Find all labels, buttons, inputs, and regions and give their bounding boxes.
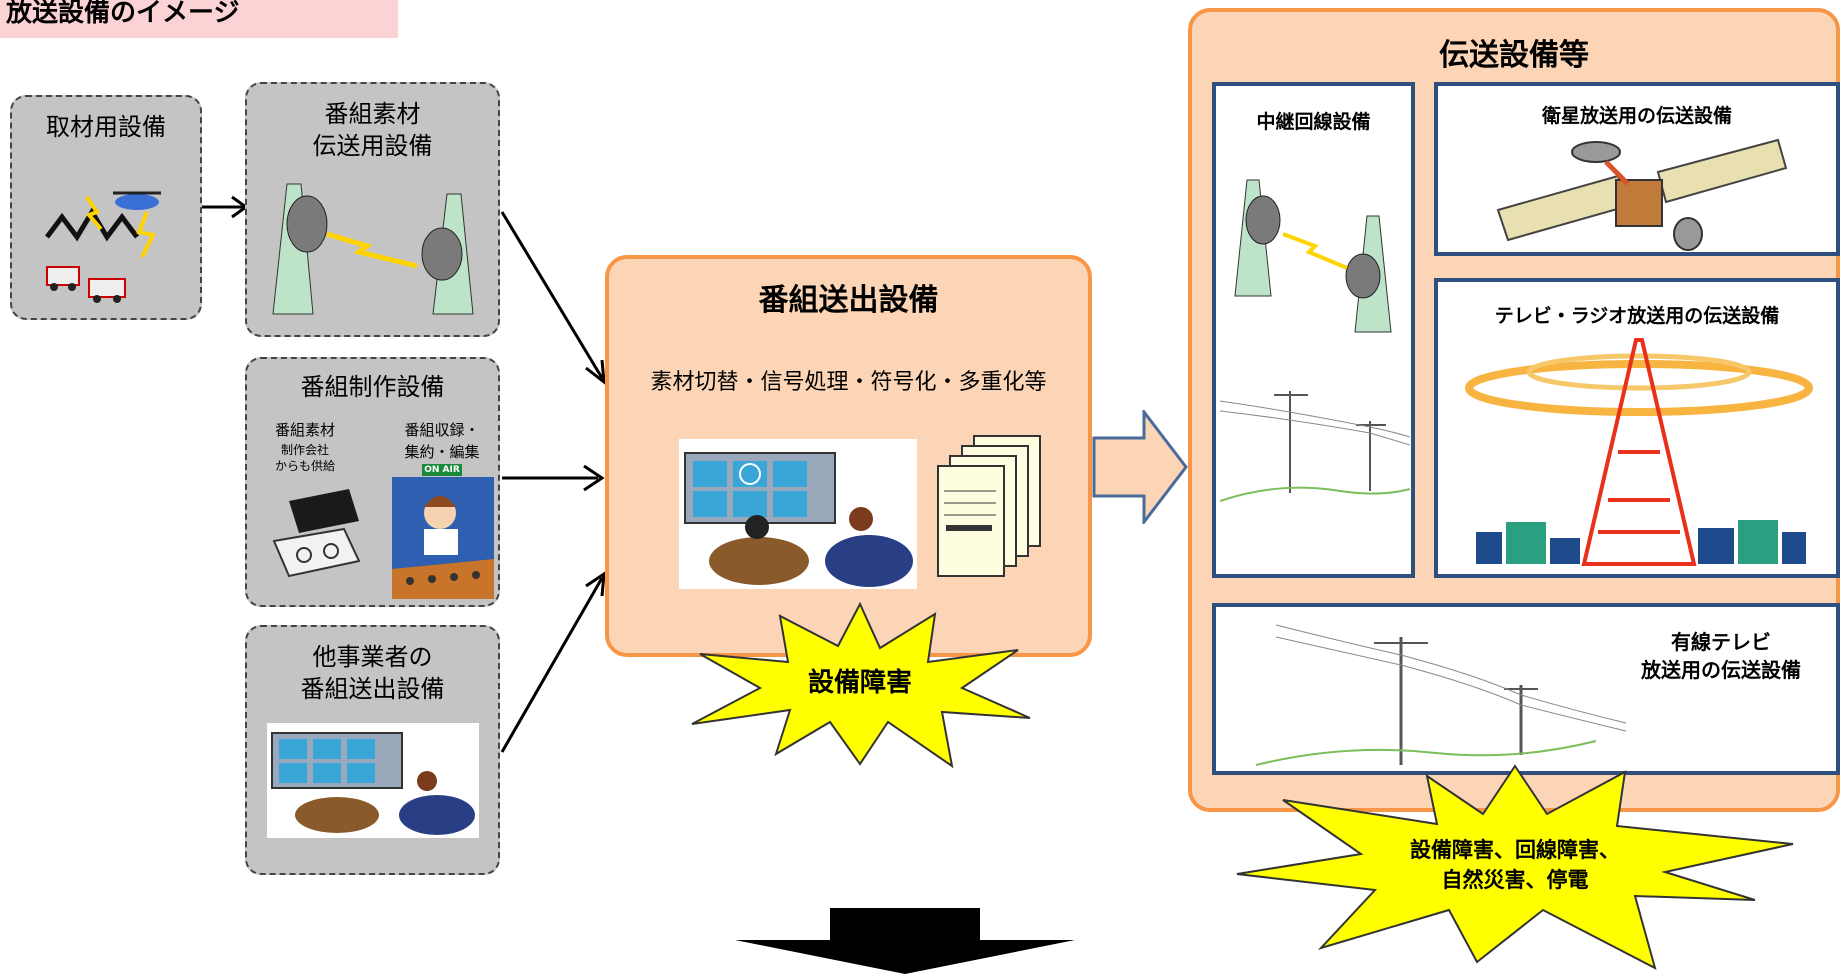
tv-radio-box[interactable]: テレビ・ラジオ放送用の伝送設備 [1434, 278, 1840, 578]
satellite-box[interactable]: 衛星放送用の伝送設備 [1434, 82, 1840, 256]
failure-burst-right [1236, 764, 1794, 970]
shuzai-box[interactable]: 取材用設備 [10, 95, 202, 320]
page-title: 放送設備のイメージ [0, 0, 398, 38]
other-label-line1: 他事業者の [312, 643, 433, 671]
arrow-shuzai-to-sozai [202, 195, 249, 219]
videotape-illustration [272, 489, 361, 578]
seisaku-right-line1: 番組収録・ [404, 421, 480, 439]
failure-label-right-line1: 設備障害、回線障害、 [1410, 838, 1620, 862]
relay-dish-illustration-right [1234, 179, 1392, 333]
utility-pole-illustration [1220, 391, 1410, 502]
utility-pole-illustration-cable [1256, 624, 1627, 766]
server-rack-illustration [937, 435, 1041, 577]
right-title: 伝送設備等 [1439, 38, 1589, 73]
cable-tv-box[interactable]: 有線テレビ 放送用の伝送設備 [1212, 603, 1840, 775]
sozai-label-line1: 番組素材 [324, 100, 421, 128]
center-subtitle: 素材切替・信号処理・符号化・多重化等 [650, 370, 1047, 395]
satellite-illustration [1496, 138, 1788, 251]
seisaku-right-line2: 集約・編集 [404, 443, 480, 461]
seisaku-left-small2: からも供給 [274, 459, 335, 473]
seisaku-title: 番組制作設備 [300, 373, 445, 401]
center-title: 番組送出設備 [758, 283, 939, 318]
relay-dish-illustration [272, 183, 474, 315]
cable-label-line2: 放送用の伝送設備 [1641, 658, 1801, 682]
cable-label-line1: 有線テレビ [1671, 630, 1771, 654]
satellite-label: 衛星放送用の伝送設備 [1541, 105, 1732, 127]
arrows-to-center [500, 211, 606, 753]
tv-radio-label: テレビ・ラジオ放送用の伝送設備 [1494, 305, 1780, 327]
sozai-label-line2: 伝送用設備 [312, 132, 433, 160]
failure-burst-center [691, 601, 1031, 769]
shuzai-label: 取材用設備 [46, 113, 166, 141]
failure-label-center: 設備障害 [807, 668, 912, 698]
on-air-sign: ON AIR [422, 464, 462, 476]
transmission-equipment-box[interactable]: 番組送出設備 素材切替・信号処理・符号化・多重化等 [605, 255, 1092, 657]
failure-label-right-line2: 自然災害、停電 [1441, 868, 1589, 892]
other-label-line2: 番組送出設備 [300, 675, 445, 703]
seisaku-box[interactable]: 番組制作設備 番組素材 制作会社 からも供給 番組収録・ 集約・編集 ON AI… [245, 357, 500, 607]
control-room-illustration [679, 439, 917, 589]
control-room-illustration-small [267, 723, 479, 838]
block-arrow-to-transmission [1092, 410, 1188, 524]
news-gathering-illustration [45, 191, 161, 303]
sozai-box[interactable]: 番組素材 伝送用設備 [245, 82, 500, 337]
relay-line-label: 中継回線設備 [1256, 111, 1371, 133]
seisaku-left-small1: 制作会社 [280, 443, 329, 457]
announcer-studio-illustration [392, 477, 494, 599]
relay-line-box[interactable]: 中継回線設備 [1212, 82, 1415, 578]
seisaku-left-line1: 番組素材 [274, 421, 335, 439]
broadcast-tower-illustration [1465, 338, 1813, 566]
other-operator-box[interactable]: 他事業者の 番組送出設備 [245, 625, 500, 875]
down-arrow-bottom [735, 908, 1075, 974]
